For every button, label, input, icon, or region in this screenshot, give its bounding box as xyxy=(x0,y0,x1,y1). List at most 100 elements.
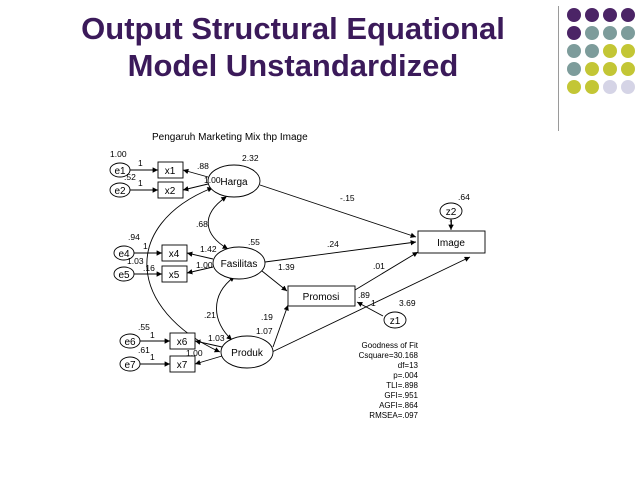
diagram-edges xyxy=(130,167,471,367)
decorative-dot xyxy=(567,62,581,76)
node-e6-label: e6 xyxy=(124,337,136,348)
node-z2-ellipse xyxy=(439,202,463,220)
node-e1-label: e1 xyxy=(114,166,126,177)
label-e4-var: .94 xyxy=(128,232,140,242)
node-z1-ellipse xyxy=(383,311,407,329)
label-x4-load: 1.42 xyxy=(200,244,217,254)
label-produk-promosi-b: 1.07 xyxy=(256,326,273,336)
slide-title: Output Structural Equational Model Unsta… xyxy=(28,10,558,84)
label-promosi-val: .89 xyxy=(358,290,370,300)
label-harga-image: -.15 xyxy=(340,193,355,203)
accent-divider xyxy=(558,6,559,131)
label-e1-var: 1.00 xyxy=(110,149,127,159)
node-harga-label: Harga xyxy=(220,177,248,188)
node-x6-label: x6 xyxy=(177,337,188,348)
label-fasilitas-var: .55 xyxy=(248,237,260,247)
label-produk-promosi-a: .19 xyxy=(261,312,273,322)
title-line-1: Output Structural Equational xyxy=(81,11,505,46)
fit-line: GFI=.951 xyxy=(384,391,418,400)
node-e5-ellipse xyxy=(113,266,135,282)
fit-line: RMSEA=.097 xyxy=(369,411,418,420)
label-x2-load: 1.00 xyxy=(204,175,221,185)
label-e1-path: 1 xyxy=(138,158,143,168)
decorative-dot xyxy=(567,44,581,58)
decorative-dot xyxy=(621,44,635,58)
title-line-2: Model Unstandardized xyxy=(127,48,459,83)
node-e7-ellipse xyxy=(119,356,141,372)
label-fasilitas-promosi: 1.39 xyxy=(278,262,295,272)
label-z2-path: 1 xyxy=(449,218,454,228)
node-x4-rect xyxy=(161,244,188,262)
node-e6-ellipse xyxy=(119,333,141,349)
node-z1-label: z1 xyxy=(390,316,401,327)
decorative-dot xyxy=(603,62,617,76)
decorative-dot xyxy=(585,62,599,76)
label-harga-var: 2.32 xyxy=(242,153,259,163)
decorative-dot xyxy=(621,62,635,76)
decorative-dot xyxy=(621,8,635,22)
node-produk-ellipse xyxy=(220,335,274,369)
decorative-dot xyxy=(585,26,599,40)
label-x7-load: 1.00 xyxy=(186,348,203,358)
label-e6-path: 1 xyxy=(150,330,155,340)
label-cov-harga-fasilitas: .68 xyxy=(196,219,208,229)
fit-line: AGFI=.864 xyxy=(379,401,418,410)
cov-harga-fasilitas xyxy=(207,196,229,250)
label-fasilitas-image: .24 xyxy=(327,239,339,249)
label-e5-path: .16 xyxy=(143,263,155,273)
node-image-rect xyxy=(417,230,486,254)
edge-z1-promosi xyxy=(356,301,384,317)
node-e4-label: e4 xyxy=(118,249,130,260)
edge-fasilitas-promosi xyxy=(261,270,288,292)
cov-fasilitas-produk xyxy=(216,276,235,341)
node-e7-label: e7 xyxy=(124,360,136,371)
node-e2-label: e2 xyxy=(114,186,126,197)
label-e5-var: 1.03 xyxy=(127,256,144,266)
node-x7-rect xyxy=(169,355,196,373)
edge-promosi-image xyxy=(354,251,419,291)
node-x2-label: x2 xyxy=(165,186,176,197)
node-e2-ellipse xyxy=(109,182,131,198)
decorative-dot xyxy=(567,26,581,40)
label-e6-var: .55 xyxy=(138,322,150,332)
node-z2-label: z2 xyxy=(446,207,457,218)
node-x1-rect xyxy=(157,161,184,179)
node-promosi-label: Promosi xyxy=(303,292,340,303)
label-z1-var: 3.69 xyxy=(399,298,416,308)
label-e7-path: 1 xyxy=(150,352,155,362)
node-produk-label: Produk xyxy=(231,348,264,359)
node-x5-rect xyxy=(161,265,188,283)
label-z2-var: .64 xyxy=(458,192,470,202)
node-e1-ellipse xyxy=(109,162,131,178)
node-e4-ellipse xyxy=(113,245,135,261)
goodness-of-fit: Goodness of Fit Csquare=30.168 df=13 p=.… xyxy=(359,341,419,420)
label-promosi-image: .01 xyxy=(373,261,385,271)
node-promosi-rect xyxy=(287,285,356,307)
node-x6-rect xyxy=(169,332,196,350)
label-z1-path: 1 xyxy=(371,298,376,308)
decorative-dot xyxy=(603,26,617,40)
decorative-dot xyxy=(585,44,599,58)
node-fasilitas-ellipse xyxy=(212,246,266,280)
label-e2-var: .52 xyxy=(124,172,136,182)
edge-harga-x1 xyxy=(182,168,209,178)
edge-produk-x7 xyxy=(194,355,223,366)
node-x1-label: x1 xyxy=(165,166,176,177)
label-cov-fasilitas-produk: .21 xyxy=(204,310,216,320)
label-x6-load: 1.03 xyxy=(208,333,225,343)
node-image-label: Image xyxy=(437,238,465,249)
decorative-dot xyxy=(603,8,617,22)
fit-line: TLI=.898 xyxy=(386,381,418,390)
fit-line: Csquare=30.168 xyxy=(359,351,419,360)
decorative-dot xyxy=(567,80,581,94)
label-e4-path: 1 xyxy=(143,241,148,251)
label-x1-var: .88 xyxy=(197,161,209,171)
decorative-dot xyxy=(603,80,617,94)
edge-produk-promosi xyxy=(272,304,289,348)
decorative-dot xyxy=(585,8,599,22)
fit-heading: Goodness of Fit xyxy=(362,341,419,350)
decorative-dot xyxy=(567,8,581,22)
node-x4-label: x4 xyxy=(169,249,180,260)
edge-harga-x2 xyxy=(182,183,209,192)
